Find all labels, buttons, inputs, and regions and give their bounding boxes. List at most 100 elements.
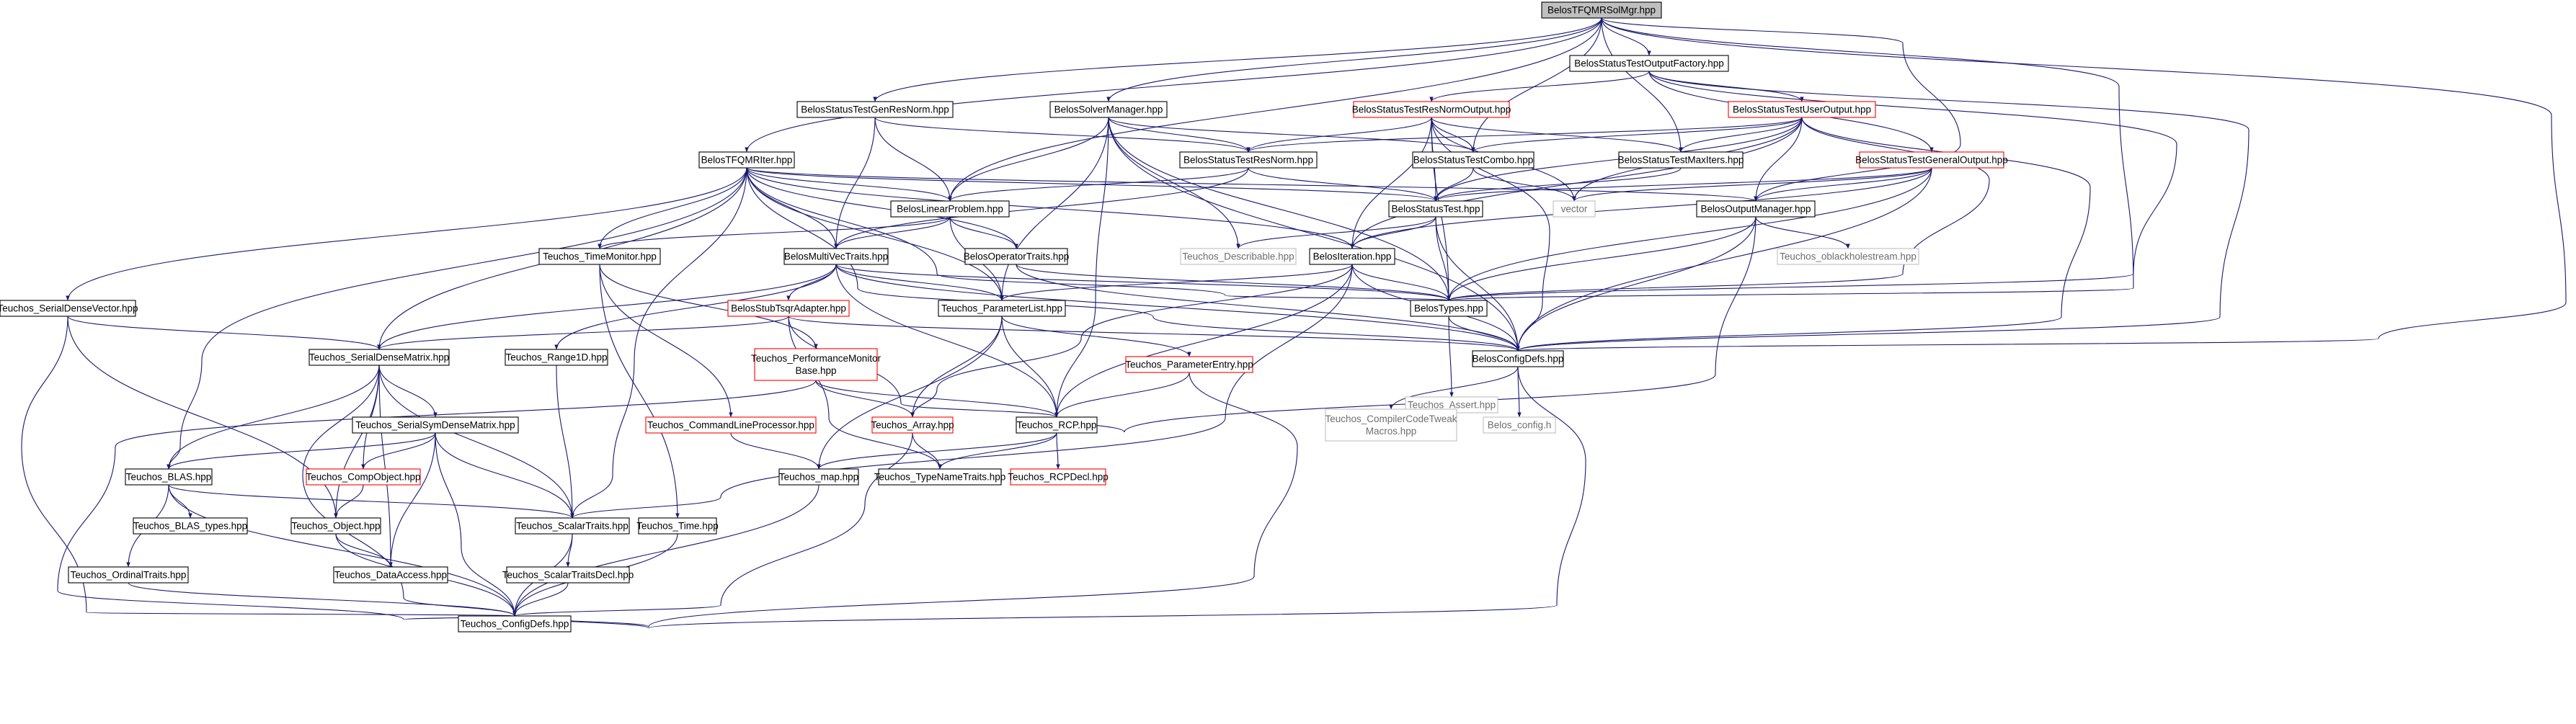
node-box-outmgr (1696, 200, 1816, 218)
node-multivec[interactable]: BelosMultiVecTraits.hpp (783, 248, 889, 265)
node-time[interactable]: Teuchos_Time.hpp (636, 517, 719, 535)
node-blas[interactable]: Teuchos_BLAS.hpp (125, 468, 213, 486)
node-label-cctweak-0: Teuchos_CompilerCodeTweak (1325, 414, 1457, 424)
node-sdm[interactable]: Teuchos_SerialDenseMatrix.hpp (308, 349, 450, 366)
node-box-teuchosconfig (458, 615, 572, 633)
edge-belosconfig-to-cctweak (1389, 366, 1519, 410)
node-tfqmriter[interactable]: BelosTFQMRIter.hpp (698, 151, 795, 169)
node-label-sdv: Teuchos_SerialDenseVector.hpp (0, 303, 138, 314)
node-resnormout[interactable]: BelosStatusTestResNormOutput.hpp (1352, 101, 1511, 118)
edge-tfqmriter-to-scalartraits (570, 167, 747, 519)
node-label-root: BelosTFQMRSolMgr.hpp (1547, 5, 1656, 16)
node-userout[interactable]: BelosStatusTestUserOutput.hpp (1728, 101, 1876, 118)
node-ssdm[interactable]: Teuchos_SerialSymDenseMatrix.hpp (352, 416, 519, 434)
node-maxiters[interactable]: BelosStatusTestMaxIters.hpp (1618, 151, 1744, 169)
edge-stubtsqr-to-sdm (377, 316, 789, 350)
edge-root-to-genres (873, 17, 1602, 102)
edge-outmgr-to-rcp (1054, 216, 1756, 433)
edge-rcp-to-map (817, 432, 1057, 470)
node-oblack[interactable]: Teuchos_oblackholestream.hpp (1777, 248, 1919, 265)
node-rcp[interactable]: Teuchos_RCP.hpp (1016, 416, 1098, 434)
edge-root-to-belosconfig (1516, 17, 2567, 352)
edge-tfqmriter-to-sdv (66, 167, 747, 301)
node-generalout[interactable]: BelosStatusTestGeneralOutput.hpp (1855, 151, 2008, 169)
node-statustest[interactable]: BelosStatusTest.hpp (1388, 200, 1483, 218)
edge-ssdm-to-dataaccess (388, 432, 436, 568)
edge-tfqmriter-to-blas (166, 167, 747, 470)
edge-root-to-outmgr (1601, 17, 1961, 202)
edge-timemon-to-cmdline (599, 264, 733, 418)
node-range1d[interactable]: Teuchos_Range1D.hpp (505, 349, 608, 366)
node-blastypes[interactable]: Teuchos_BLAS_types.hpp (133, 517, 248, 535)
node-timemon[interactable]: Teuchos_TimeMonitor.hpp (538, 248, 661, 265)
node-rcpdecl[interactable]: Teuchos_RCPDecl.hpp (1008, 468, 1109, 486)
edge-sdm-to-object (334, 365, 380, 519)
edge-combo-to-vector (1473, 167, 1576, 202)
node-array[interactable]: Teuchos_Array.hpp (871, 416, 954, 434)
node-solvermgr[interactable]: BelosSolverManager.hpp (1049, 101, 1168, 118)
node-object[interactable]: Teuchos_Object.hpp (290, 517, 381, 535)
node-paramlist[interactable]: Teuchos_ParameterList.hpp (938, 300, 1066, 317)
node-box-typename (878, 468, 1002, 486)
edge-perfmon-to-rcp (815, 380, 1059, 418)
edge-tfqmriter-to-linprob (746, 167, 952, 202)
edge-solvermgr-to-rcp (1054, 117, 1109, 418)
edge-object-to-dataaccess (335, 533, 393, 568)
edge-tfqmriter-to-multivec (746, 167, 838, 249)
edge-ssdm-to-compobj (361, 432, 436, 470)
edge-rcp-to-rcpdecl (1056, 432, 1060, 470)
node-belostypes[interactable]: BelosTypes.hpp (1410, 300, 1488, 317)
node-optraits[interactable]: BelosOperatorTraits.hpp (964, 248, 1070, 265)
node-label-array: Teuchos_Array.hpp (871, 420, 954, 431)
node-box-userout (1728, 101, 1876, 118)
node-label-userout: BelosStatusTestUserOutput.hpp (1733, 104, 1871, 115)
node-linprob[interactable]: BelosLinearProblem.hpp (890, 200, 1010, 218)
edge-statustest-to-belosconfig (1435, 216, 1520, 352)
node-outfac[interactable]: BelosStatusTestOutputFactory.hpp (1569, 55, 1729, 72)
edge-outfac-to-belosconfig (1516, 71, 2249, 352)
node-root[interactable]: BelosTFQMRSolMgr.hpp (1541, 1, 1662, 19)
node-combo[interactable]: BelosStatusTestCombo.hpp (1412, 151, 1535, 169)
node-belosconfig[interactable]: BelosConfigDefs.hpp (1472, 350, 1564, 367)
node-label-assert: Teuchos_Assert.hpp (1408, 400, 1496, 411)
node-label-stubtsqr: BelosStubTsqrAdapter.hpp (731, 303, 846, 314)
node-typename[interactable]: Teuchos_TypeNameTraits.hpp (874, 468, 1006, 486)
node-dataaccess[interactable]: Teuchos_DataAccess.hpp (333, 566, 448, 584)
node-resnorm[interactable]: BelosStatusTestResNorm.hpp (1179, 151, 1318, 169)
node-ordinal[interactable]: Teuchos_OrdinalTraits.hpp (68, 566, 189, 584)
edge-sdv-to-object (67, 316, 338, 519)
node-teuchosconfig[interactable]: Teuchos_ConfigDefs.hpp (458, 615, 572, 633)
node-stubtsqr[interactable]: BelosStubTsqrAdapter.hpp (727, 300, 850, 317)
node-map[interactable]: Teuchos_map.hpp (778, 468, 859, 486)
node-stdecl[interactable]: Teuchos_ScalarTraitsDecl.hpp (502, 566, 634, 584)
node-iteration[interactable]: BelosIteration.hpp (1309, 248, 1395, 265)
edge-iteration-to-rcp (1054, 264, 1353, 418)
node-box-timemon (538, 248, 661, 265)
node-cmdline[interactable]: Teuchos_CommandLineProcessor.hpp (645, 416, 817, 434)
node-box-rcpdecl (1010, 468, 1106, 486)
node-genres[interactable]: BelosStatusTestGenResNorm.hpp (796, 101, 954, 118)
node-compobj[interactable]: Teuchos_CompObject.hpp (306, 468, 421, 486)
edge-belostypes-to-assert (1448, 316, 1454, 398)
node-paramentry[interactable]: Teuchos_ParameterEntry.hpp (1125, 356, 1253, 373)
node-layer: BelosTFQMRSolMgr.hppBelosStatusTestOutpu… (0, 1, 2008, 633)
node-belosconfigh[interactable]: Belos_config.h (1483, 416, 1556, 434)
node-scalartraits[interactable]: Teuchos_ScalarTraits.hpp (515, 517, 630, 535)
node-box-outfac (1569, 55, 1729, 72)
edge-rcp-to-typename (938, 432, 1057, 470)
node-sdv[interactable]: Teuchos_SerialDenseVector.hpp (0, 300, 138, 317)
node-box-belostypes (1410, 300, 1488, 317)
edge-stubtsqr-to-rcp (788, 316, 1059, 418)
edge-solvermgr-to-belostypes (1108, 117, 1451, 301)
node-label-optraits: BelosOperatorTraits.hpp (964, 251, 1070, 262)
node-outmgr[interactable]: BelosOutputManager.hpp (1696, 200, 1816, 218)
node-vector[interactable]: vector (1553, 200, 1596, 218)
edge-layer (21, 17, 2567, 629)
edge-generalout-to-iteration (1350, 167, 1932, 249)
edge-userout-to-resnorm (1246, 117, 1803, 153)
node-describable[interactable]: Teuchos_Describable.hpp (1180, 248, 1297, 265)
node-label-belosconfig: BelosConfigDefs.hpp (1473, 354, 1564, 365)
edge-tfqmriter-to-belostypes (746, 167, 1451, 301)
